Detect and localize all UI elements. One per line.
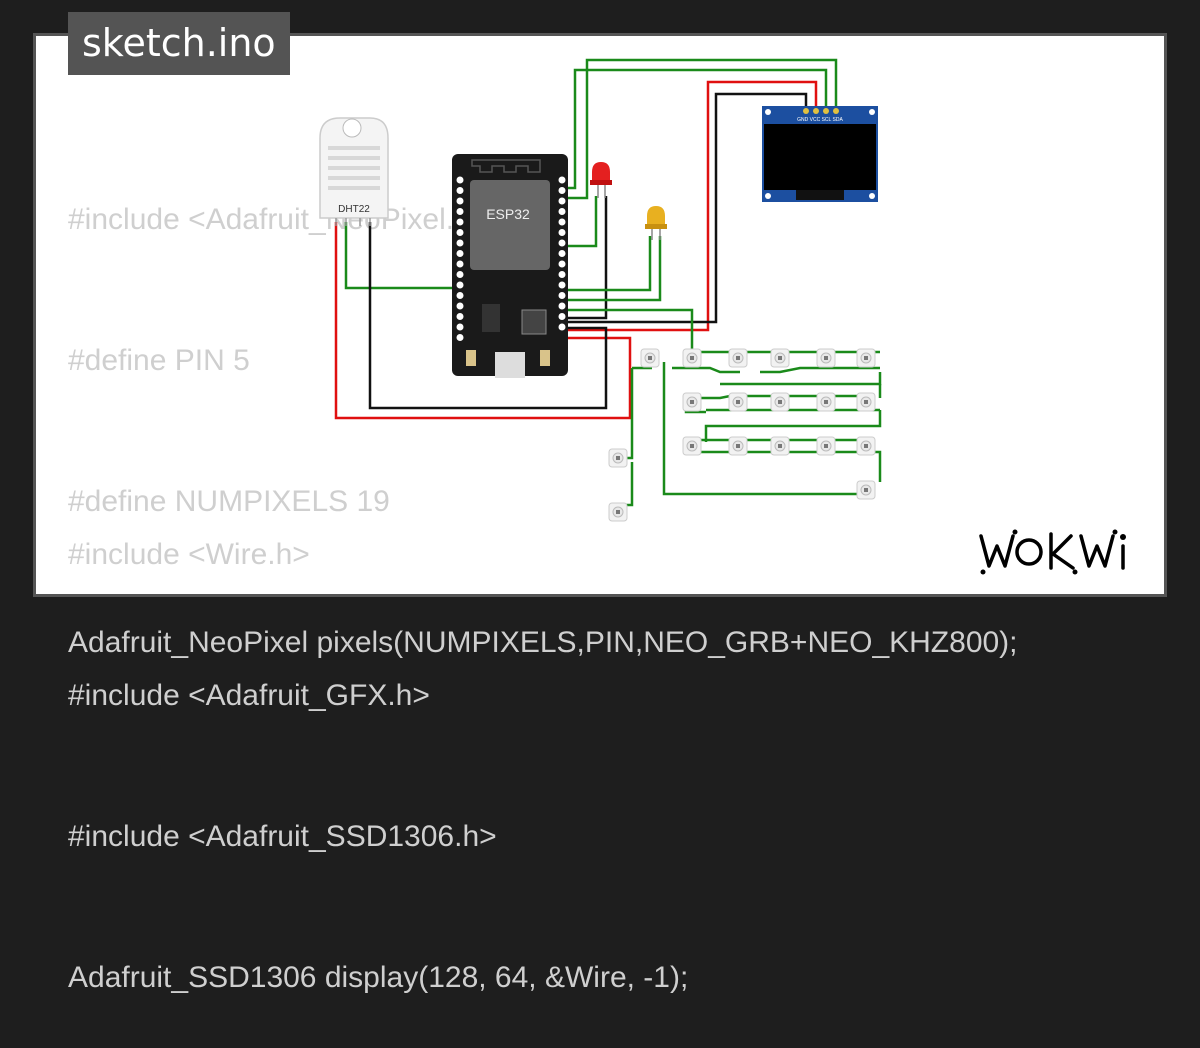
neopixel[interactable] <box>856 436 876 456</box>
esp32-pin[interactable] <box>558 218 566 226</box>
neopixel[interactable] <box>770 392 790 412</box>
wire-sda <box>566 58 838 200</box>
sketch-title: sketch.ino <box>68 12 290 75</box>
esp32-pin[interactable] <box>456 302 464 310</box>
esp32-pin[interactable] <box>558 302 566 310</box>
neopixel[interactable] <box>770 348 790 368</box>
oled-display[interactable]: GND VCC SCL SDA <box>762 106 878 202</box>
wire-dht-gnd <box>368 222 608 410</box>
neopixel[interactable] <box>856 348 876 368</box>
esp32-pin[interactable] <box>456 250 464 257</box>
esp32-pin[interactable] <box>456 313 464 320</box>
oled-pin-labels: GND VCC SCL SDA <box>797 117 843 123</box>
esp32-pin[interactable] <box>558 197 566 205</box>
dht22-label: DHT22 <box>338 204 370 215</box>
esp32-pin[interactable] <box>456 334 464 341</box>
esp32-pin[interactable] <box>558 323 566 331</box>
neopixel[interactable] <box>682 436 702 456</box>
esp32-pin[interactable] <box>558 250 566 257</box>
esp32-pin[interactable] <box>456 197 464 205</box>
wire-scl <box>566 68 828 190</box>
esp32-board[interactable]: ESP32 <box>452 154 568 378</box>
esp32-pin[interactable] <box>456 187 464 194</box>
neopixel[interactable] <box>816 436 836 456</box>
esp32-label: ESP32 <box>486 206 530 222</box>
wire-led-yellow-gnd <box>566 236 662 302</box>
esp32-pin[interactable] <box>558 176 566 184</box>
esp32-pin[interactable] <box>456 208 464 215</box>
code-line: #define PIN 5 <box>68 344 250 377</box>
yellow-led[interactable] <box>645 206 667 240</box>
wokwi-logo <box>979 529 1126 575</box>
esp32-pin[interactable] <box>456 281 464 289</box>
esp32-pin[interactable] <box>456 218 464 226</box>
esp32-pin[interactable] <box>558 208 566 215</box>
esp32-pin[interactable] <box>558 187 566 194</box>
code-line: #define NUMPIXELS 19 <box>68 485 390 518</box>
esp32-pin[interactable] <box>558 239 566 247</box>
wire-led-yellow <box>566 236 652 292</box>
dht22-sensor[interactable]: DHT22 <box>319 117 389 226</box>
neopixel-group <box>608 348 876 522</box>
esp32-pin[interactable] <box>558 229 566 236</box>
neopixel[interactable] <box>640 348 660 368</box>
esp32-pin[interactable] <box>558 281 566 289</box>
esp32-pin[interactable] <box>456 260 464 268</box>
neopixel[interactable] <box>728 348 748 368</box>
esp32-pin[interactable] <box>558 260 566 268</box>
esp32-pin[interactable] <box>456 323 464 331</box>
esp32-pin[interactable] <box>456 176 464 184</box>
neopixel[interactable] <box>856 392 876 412</box>
wire-dht-data <box>344 222 458 290</box>
wire-gnd <box>566 92 808 324</box>
neopixel[interactable] <box>608 448 628 468</box>
esp32-pin[interactable] <box>456 229 464 236</box>
esp32-pin[interactable] <box>456 271 464 278</box>
red-led[interactable] <box>590 162 612 198</box>
code-line: #include <Adafruit_SSD1306.h> <box>68 820 497 853</box>
esp32-pin[interactable] <box>558 271 566 278</box>
neopixel[interactable] <box>608 502 628 522</box>
neopixel[interactable] <box>682 348 702 368</box>
esp32-pin[interactable] <box>456 239 464 247</box>
esp32-pin[interactable] <box>558 292 566 299</box>
neopixel[interactable] <box>856 480 876 500</box>
wire-pixel-data <box>566 308 694 358</box>
diagram-card <box>33 33 1167 597</box>
neopixel[interactable] <box>770 436 790 456</box>
esp32-pin[interactable] <box>456 292 464 299</box>
code-line: #include <Adafruit_GFX.h> <box>68 679 430 712</box>
esp32-pin[interactable] <box>558 313 566 320</box>
neopixel[interactable] <box>816 392 836 412</box>
neopixel[interactable] <box>682 392 702 412</box>
wire-dht-vcc <box>334 222 632 420</box>
wires <box>334 58 882 507</box>
wire-led-red-gnd <box>566 196 608 320</box>
neopixel[interactable] <box>816 348 836 368</box>
wire-vcc <box>566 80 818 332</box>
code-line: Adafruit_SSD1306 display(128, 64, &Wire,… <box>68 961 689 994</box>
neopixel[interactable] <box>728 392 748 412</box>
wire-led-red <box>566 196 598 248</box>
neopixel[interactable] <box>728 436 748 456</box>
code-line: #include <Wire.h> <box>68 538 310 571</box>
circuit-diagram: DHT22 ESP32 <box>319 58 882 522</box>
